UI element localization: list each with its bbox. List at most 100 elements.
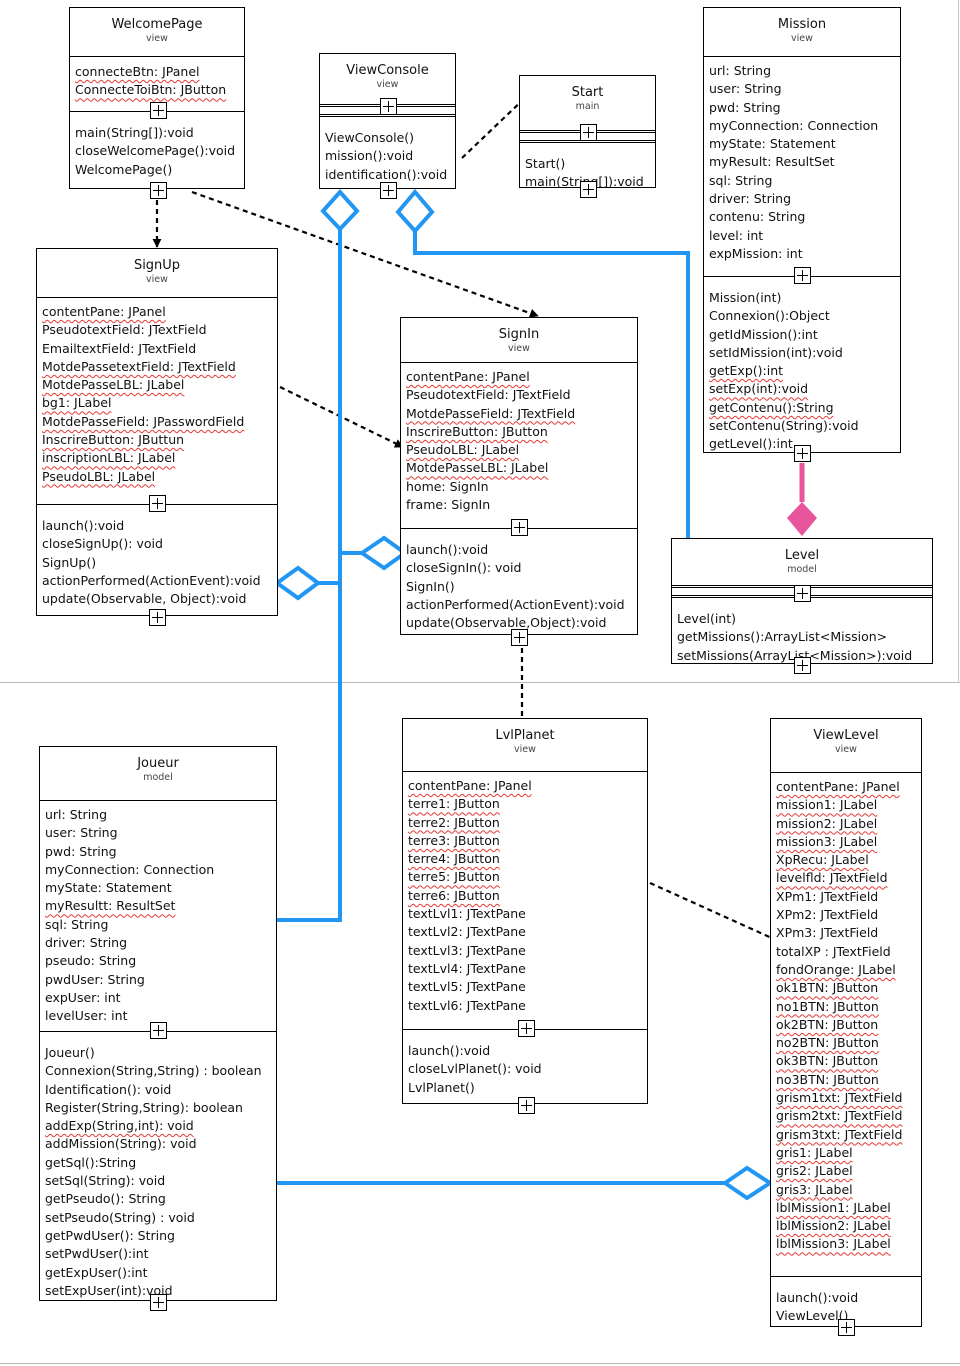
attribute-text: myState: Statement (709, 136, 836, 152)
page-divider (0, 682, 960, 683)
attribute-text: XPm2: JTextField (776, 907, 879, 923)
method-row: getContenu():String (709, 399, 895, 417)
attribute-text: mission3: JLabel (776, 833, 878, 849)
expand-methods-icon[interactable] (150, 1294, 167, 1311)
expand-attributes-icon[interactable] (149, 495, 166, 512)
attribute-text: pseudo: String (45, 953, 137, 969)
method-row: LvlPlanet() (408, 1079, 642, 1097)
expand-attributes-icon[interactable] (794, 267, 811, 284)
expand-attributes-icon[interactable] (794, 585, 811, 602)
attribute-text: terre2: JButton (408, 814, 500, 830)
attribute-text: fondOrange: JLabel (776, 961, 896, 977)
expand-attributes-icon[interactable] (380, 98, 397, 115)
expand-attributes-icon[interactable] (580, 124, 597, 141)
method-text: getContenu():String (709, 399, 834, 415)
attribute-text: levelfld: JTextField (776, 870, 888, 886)
method-text: actionPerformed(ActionEvent):void (406, 596, 625, 612)
attribute-text: pwd: String (45, 843, 117, 859)
welcome-methods: main(String[]):void closeWelcomePage():vo… (70, 111, 244, 179)
attribute-row: pwd: String (45, 843, 271, 861)
method-text: Register(String,String): boolean (45, 1099, 243, 1115)
expand-attributes-icon[interactable] (838, 1319, 855, 1336)
expand-attributes-icon[interactable] (511, 519, 528, 536)
method-row: closeSignUp(): void (42, 535, 272, 553)
attribute-row: myResultt: ResultSet (45, 897, 271, 915)
attribute-text: contentPane: JPanel (776, 779, 900, 794)
attribute-row: lblMission3: JLabel (776, 1235, 916, 1253)
method-row: getExpUser():int (45, 1264, 271, 1282)
method-text: closeSignUp(): void (42, 536, 163, 552)
attribute-text: pwdUser: String (45, 971, 145, 987)
composition-mission-level (787, 463, 817, 536)
expand-attributes-icon[interactable] (150, 1022, 167, 1039)
method-text: setExpUser(int):void (45, 1282, 173, 1298)
attribute-row: XPm1: JTextField (776, 888, 916, 906)
attribute-text: textLvl2: JTextPane (408, 924, 526, 940)
attribute-text: levelUser: int (45, 1008, 128, 1024)
attribute-row: PseudoLBL: JLabel (42, 468, 272, 486)
attribute-text: terre4: JButton (408, 851, 500, 867)
expand-methods-icon[interactable] (580, 181, 597, 198)
method-row: WelcomePage() (75, 161, 239, 179)
method-text: ViewLevel() (776, 1308, 849, 1324)
expand-methods-icon[interactable] (150, 182, 167, 199)
method-row: update(Observable, Object):void (42, 590, 272, 608)
expand-methods-icon[interactable] (149, 609, 166, 626)
method-row: addMission(String): void (45, 1135, 271, 1153)
method-text: launch():void (408, 1043, 491, 1058)
attribute-text: user: String (709, 81, 782, 97)
expand-methods-icon[interactable] (511, 629, 528, 646)
attribute-row: fondOrange: JLabel (776, 961, 916, 979)
method-text: main(String[]):void (75, 125, 194, 140)
attribute-text: gris3: JLabel (776, 1181, 853, 1197)
attribute-row: ok2BTN: JButton (776, 1016, 916, 1034)
expand-methods-icon[interactable] (380, 182, 397, 199)
attribute-row: textLvl5: JTextPane (408, 978, 642, 996)
attribute-text: totalXP : JTextField (776, 943, 891, 959)
class-name: Level (784, 548, 820, 563)
attribute-row: driver: String (709, 190, 895, 208)
attribute-text: textLvl4: JTextPane (408, 960, 526, 976)
aggregation-diamond-viewconsole-joueur (320, 189, 360, 232)
attribute-row: terre6: JButton (408, 887, 642, 905)
method-text: identification():void (325, 166, 448, 182)
attribute-row: myResult: ResultSet (709, 153, 895, 171)
expand-methods-icon[interactable] (794, 445, 811, 462)
aggregation-viewconsole-joueur (277, 229, 342, 922)
method-text: getPseudo(): String (45, 1191, 166, 1207)
attribute-row: connecteBtn: JPanel (75, 63, 239, 81)
attribute-row: user: String (45, 824, 271, 842)
method-row: setIdMission(int):void (709, 344, 895, 362)
attribute-row: textLvl6: JTextPane (408, 997, 642, 1015)
attribute-row: contentPane: JPanel (42, 303, 272, 321)
attribute-row: frame: SignIn (406, 496, 632, 514)
aggregation-diamond-viewlevel (721, 1165, 774, 1201)
method-row: closeSignIn(): void (406, 559, 632, 577)
attribute-row: contentPane: JPanel (776, 778, 916, 796)
attribute-row: textLvl3: JTextPane (408, 942, 642, 960)
class-stereotype: model (143, 772, 173, 783)
attribute-row: myConnection: Connection (709, 117, 895, 135)
class-stereotype: main (575, 101, 600, 112)
method-row: Identification(): void (45, 1081, 271, 1099)
method-row: closeWelcomePage():void (75, 142, 239, 160)
class-stereotype: view (835, 744, 857, 755)
attribute-row: levelfld: JTextField (776, 869, 916, 887)
attribute-text: gris2: JLabel (776, 1163, 853, 1179)
expand-methods-icon[interactable] (518, 1097, 535, 1114)
method-text: addMission(String): void (45, 1136, 197, 1152)
method-row: getLevel():int (709, 435, 895, 453)
page-right-edge (958, 0, 959, 683)
expand-attributes-icon[interactable] (150, 102, 167, 119)
expand-attributes-icon[interactable] (518, 1020, 535, 1037)
attribute-row: grism2txt: JTextField (776, 1107, 916, 1125)
expand-methods-icon[interactable] (794, 657, 811, 674)
